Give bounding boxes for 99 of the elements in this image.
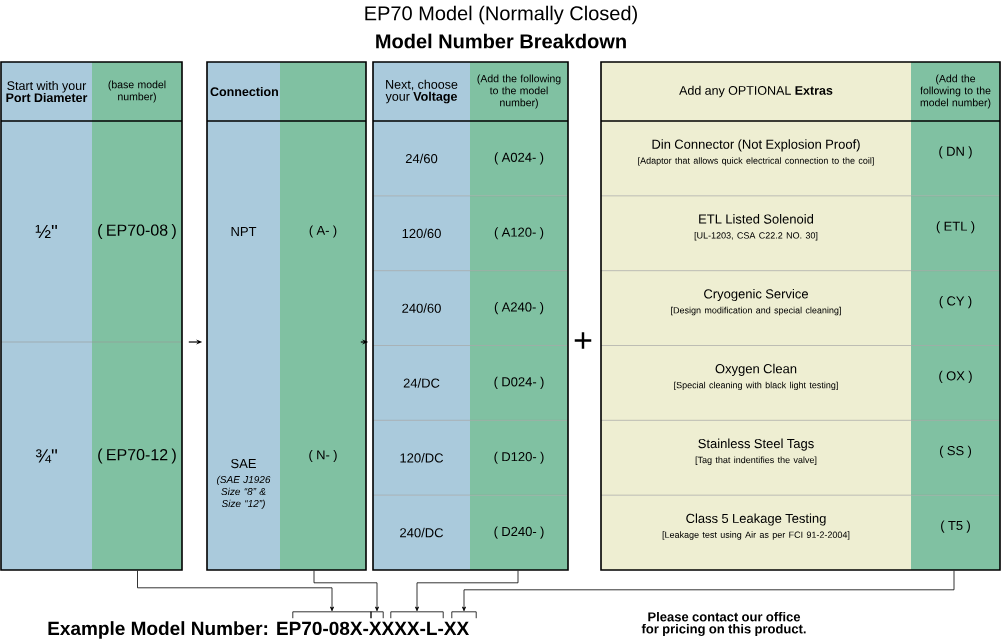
arrow (415, 570, 519, 612)
node-label: (base model number) (108, 80, 166, 103)
table-cell: Din Connector (Not Explosion Proof) [Adaptor that allows quick electrical connection to the coil] (601, 121, 911, 196)
plus-sign: + (574, 332, 592, 349)
table-cell: 120/60 (373, 195, 470, 271)
node-label: ( DN ) (939, 146, 972, 159)
header-cell: (Add the following to the model number) (911, 62, 1000, 121)
header-cell: Connection (207, 62, 280, 121)
node-label: SAE (231, 458, 256, 469)
table-cell: 24/DC (373, 345, 470, 421)
title: EP70 Model (Normally Closed) (365, 5, 637, 25)
node-label: 24/DC (403, 378, 440, 388)
node-label: Din Connector (Not Explosion Proof) (652, 139, 860, 152)
node-label: ETL Listed Solenoid (699, 214, 814, 224)
table-cell: ( SS ) (911, 420, 1000, 496)
table-cell: 24/60 (373, 121, 470, 196)
header-cell (280, 62, 366, 121)
table-cell: ( CY ) (911, 270, 1000, 346)
table-cell: SAE (SAE J1926 Size “8” & Size “12”) (207, 342, 280, 570)
node-label: (Add the following to the model number) (920, 74, 991, 109)
table-panel (372, 61, 569, 571)
example-model-number: Example Model Number: EP70-08X-XXXX-L-XX (48, 621, 469, 639)
header-cell: Start with your Port Diameter (1, 62, 92, 121)
node-label: Oxygen Clean (715, 363, 797, 376)
node-label: ( D120- ) (494, 451, 544, 464)
node-label: Connection (210, 86, 278, 97)
node-label: [UL-1203, CSA C22.2 NO. 30] (694, 232, 818, 241)
header-cell: Next, choose your Voltage (373, 62, 470, 121)
table-cell: ( N- ) (280, 342, 366, 570)
bracket (390, 611, 444, 619)
table-cell: Oxygen Clean [Special cleaning with black light testing] (601, 345, 911, 421)
node-label: ( SS ) (939, 445, 972, 458)
node-label: ( N- ) (309, 449, 337, 463)
table-panel (206, 61, 367, 571)
table-cell: ( D024- ) (470, 345, 568, 421)
node-label: ( ETL ) (936, 221, 975, 234)
node-label: ( A120- ) (494, 227, 544, 240)
table-cell: ( OX ) (911, 345, 1000, 421)
bracket (451, 611, 477, 619)
table-cell: ( A024- ) (470, 121, 568, 196)
node-label: ( CY ) (939, 296, 972, 309)
node-label: ( EP70-12 ) (98, 448, 176, 464)
node-label: [Leakage test using Air as per FCI 91-2-2004] (662, 531, 850, 540)
header-cell: Add any OPTIONAL Extras (601, 62, 911, 121)
node-label: [Adaptor that allows quick electrical connection to the coil] (638, 157, 874, 166)
node-label: Start with your Port Diameter (6, 80, 88, 103)
header-cell: (Add the following to the model number) (470, 62, 568, 121)
node-label: 240/DC (400, 527, 444, 538)
node-label: Next, choose your Voltage (385, 79, 458, 104)
node-label: Stainless Steel Tags (698, 438, 814, 451)
table-cell: ( DN ) (911, 121, 1000, 196)
node-label: ( A- ) (309, 225, 337, 238)
header-cell: (base model number) (92, 62, 182, 121)
node-label: ¾" (35, 449, 57, 463)
node-label: Class 5 Leakage Testing (686, 513, 826, 526)
table-cell: ( A120- ) (470, 195, 568, 271)
node-label: Add any OPTIONAL Extras (679, 85, 833, 98)
contact-note: Please contact our office for pricing on this product. (641, 611, 806, 637)
node-label: ( A240- ) (494, 302, 544, 315)
bracket (292, 611, 372, 619)
node-label: 120/60 (402, 228, 441, 239)
table-cell: 240/DC (373, 495, 470, 570)
table-cell: ( T5 ) (911, 495, 1000, 570)
table-cell: ¾" (1, 342, 92, 570)
table-cell: 120/DC (373, 420, 470, 496)
table-cell: Class 5 Leakage Testing [Leakage test using Air as per FCI 91-2-2004] (601, 495, 911, 570)
node-label: 240/60 (402, 303, 441, 313)
arrow (462, 570, 955, 612)
table-cell: ETL Listed Solenoid [UL-1203, CSA C22.2 NO. 30] (601, 195, 911, 271)
node-label: NPT (231, 227, 257, 236)
table-cell: Cryogenic Service [Design modification and special cleaning] (601, 270, 911, 346)
bracket (370, 611, 384, 619)
node-label: 24/60 (405, 153, 438, 164)
subtitle: Model Number Breakdown (376, 33, 626, 49)
node-label: Cryogenic Service (704, 288, 809, 302)
table-cell: ( D120- ) (470, 420, 568, 496)
table-cell: ( ETL ) (911, 195, 1000, 271)
node-label: (Add the following to the model number) (477, 74, 561, 109)
table-cell: ( A240- ) (470, 270, 568, 346)
table-cell: Stainless Steel Tags [Tag that indentifies the valve] (601, 420, 911, 496)
node-label: (SAE J1926 Size “8” & Size “12”) (217, 475, 271, 510)
node-label: [Tag that indentifies the valve] (695, 456, 817, 465)
node-label: ( T5 ) (941, 520, 970, 533)
table-panel (0, 61, 183, 571)
node-label: [Special cleaning with black light testing] (674, 381, 838, 391)
node-label: ( EP70-08 ) (98, 224, 176, 239)
node-label: ( OX ) (939, 370, 972, 383)
node-label: 120/DC (400, 452, 444, 463)
table-cell: ( EP70-12 ) (92, 342, 182, 570)
node-label: ( D024- ) (494, 376, 544, 389)
table-panel (600, 61, 1001, 571)
arrow (137, 570, 334, 612)
node-label: [Design modification and special cleaning] (671, 306, 841, 316)
node-label: ( A024- ) (494, 152, 544, 165)
table-cell: 240/60 (373, 270, 470, 346)
node-label: ( D240- ) (494, 526, 544, 539)
node-label: ½" (35, 224, 57, 239)
arrow (313, 570, 379, 612)
table-cell: ( D240- ) (470, 495, 568, 570)
